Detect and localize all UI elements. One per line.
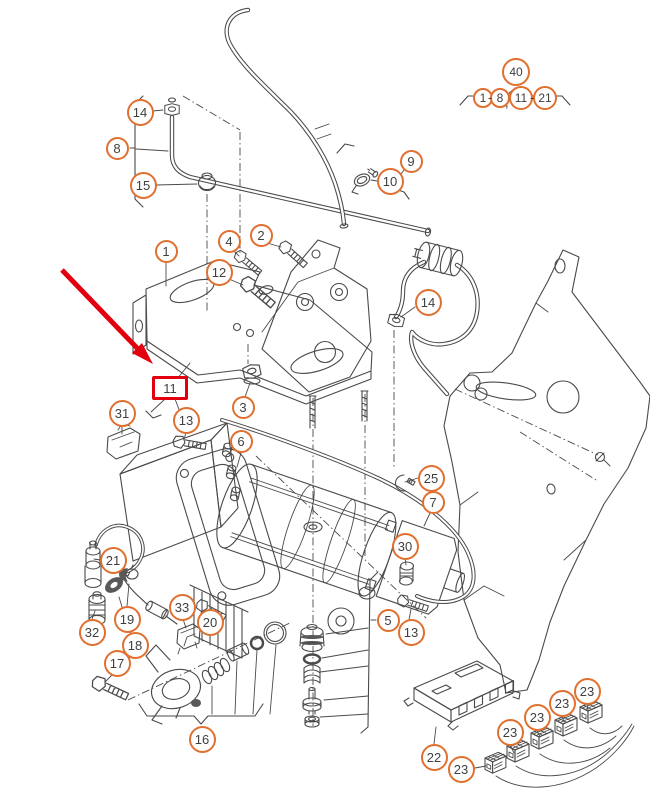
callout-23[interactable]: 23	[523, 703, 551, 731]
callout-23[interactable]: 23	[548, 689, 576, 717]
callout-17[interactable]: 17	[103, 649, 131, 677]
callout-4[interactable]: 4	[217, 229, 241, 253]
callout-8[interactable]: 8	[105, 136, 129, 160]
callout-3[interactable]: 3	[231, 395, 255, 419]
kit-separator: ,	[505, 95, 509, 110]
callout-9[interactable]: 9	[399, 149, 423, 173]
callout-10[interactable]: 10	[376, 167, 404, 195]
callout-21[interactable]: 21	[533, 86, 557, 110]
callout-13[interactable]: 13	[397, 618, 425, 646]
callout-20[interactable]: 20	[196, 608, 224, 636]
callout-25[interactable]: 25	[417, 464, 445, 492]
callout-32[interactable]: 32	[78, 618, 106, 646]
callout-40[interactable]: 40	[502, 58, 530, 86]
kit-separator: -	[530, 90, 535, 105]
callout-15[interactable]: 15	[129, 171, 157, 199]
selection-arrow-icon	[60, 268, 153, 364]
callout-21[interactable]: 21	[99, 546, 127, 574]
callout-2[interactable]: 2	[249, 223, 273, 247]
callout-1[interactable]: 1	[154, 239, 178, 263]
callout-23[interactable]: 23	[496, 718, 524, 746]
selected-callout-11[interactable]: 11	[152, 376, 188, 400]
kit-separator: -	[488, 90, 493, 105]
callout-13[interactable]: 13	[172, 406, 200, 434]
callout-11[interactable]: 11	[509, 86, 533, 110]
callout-12[interactable]: 12	[205, 258, 233, 286]
callout-22[interactable]: 22	[420, 743, 448, 771]
callout-7[interactable]: 7	[421, 490, 445, 514]
callout-6[interactable]: 6	[229, 429, 253, 453]
callout-14[interactable]: 14	[414, 288, 442, 316]
callout-23[interactable]: 23	[573, 677, 601, 705]
callout-5[interactable]: 5	[376, 608, 400, 632]
callout-23[interactable]: 23	[447, 755, 475, 783]
callout-31[interactable]: 31	[108, 399, 136, 427]
callout-33[interactable]: 33	[168, 593, 196, 621]
callout-30[interactable]: 30	[391, 532, 419, 560]
callout-14[interactable]: 14	[126, 98, 154, 126]
callout-16[interactable]: 16	[188, 725, 216, 753]
callout-19[interactable]: 19	[113, 605, 141, 633]
